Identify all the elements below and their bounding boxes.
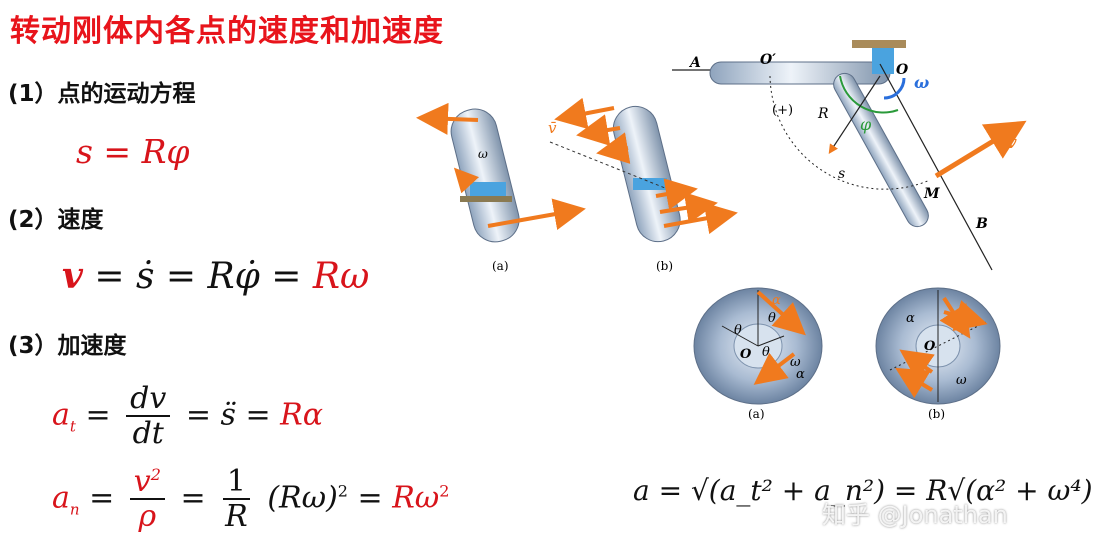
an-numerator-exponent: 2 [150,465,161,484]
section-heading-velocity: (2）速度 [8,207,104,233]
at-symbol: a [52,397,70,433]
at-fraction: dv dt [126,383,171,451]
disk-a-omega: ω [790,355,801,370]
an-fraction2-numerator: 1 [222,466,251,500]
equation-normal-acceleration: an = v2 ρ = 1 R (Rω)2 = Rω2 [52,464,450,534]
watermark-text: 知乎 @Jonathan [822,501,1008,529]
disk-a-theta-3: θ [762,345,770,360]
an-fraction-2: 1 R [221,466,252,533]
label-s: s [838,166,845,182]
equation-tangential-acceleration: at = dv dt = s̈ = Rα [52,381,324,451]
label-omega: ω [914,73,929,92]
velocity-symbol: v [62,255,83,297]
label-m: M [923,186,940,202]
an-denominator: ρ [138,498,157,534]
equation-total-acceleration: a = √(a_t² + a_n²) = R√(α² + ω⁴) [633,474,1093,507]
equation-velocity: v = ṡ = Rφ̇ = Rω [62,255,369,297]
disk-b-center: O [924,339,936,354]
figure-a-omega: ω [478,147,488,161]
label-b: B [975,216,988,232]
an-fraction-1: v2 ρ [129,464,165,534]
at-denominator: dt [132,415,164,451]
an-paren-exponent: 2 [337,481,348,501]
label-o-prime: O′ [760,52,776,68]
bearing-icon-b [633,178,667,190]
figure-b-caption: (b) [656,259,673,273]
label-plus: (+) [772,103,793,118]
disk-a-caption: (a) [748,407,765,421]
label-phi: φ [860,115,872,134]
velocity-result: Rω [312,256,370,297]
figure-a-caption: (a) [492,259,509,273]
label-a: A [688,55,701,71]
disk-a-alpha-2: α [796,367,805,382]
an-symbol: a [52,480,70,516]
disk-figure-b: α O ω (b) [875,287,1001,421]
disk-figure-a: α θ θ θ O ω α (a) [693,287,823,421]
disk-a-center: O [740,347,752,362]
label-velocity: v̄ [1006,132,1017,153]
an-paren-term: (Rω) [267,480,338,516]
an-subscript: n [69,500,80,519]
disk-b-omega: ω [956,373,967,388]
an-result-exponent: 2 [439,481,450,501]
at-result: Rα [280,397,324,433]
rod-figure-a: ω (a) [416,102,586,273]
rod-figure-b: v̄ (b) [548,97,738,273]
page-title: 转动刚体内各点的速度和加速度 [10,14,444,49]
an-fraction2-denominator: R [225,498,248,534]
label-r: R [817,106,829,122]
disk-a-theta-1: θ [768,311,776,326]
an-numerator: v [133,464,151,499]
equation-position: s = Rφ [76,132,190,171]
pivot-icon [872,48,894,74]
label-o: O [896,62,909,78]
figure-canvas: ω (a) v̄ (b) A O′ O ω (+) R φ s [416,40,1027,421]
rotation-figure: A O′ O ω (+) R φ s M B v̄ [672,40,1027,271]
disk-b-alpha: α [906,311,915,326]
at-subscript: t [69,417,76,436]
disk-b-caption: (b) [928,407,945,421]
disk-a-alpha: α [772,293,781,308]
disk-a-theta-2: θ [734,323,742,338]
at-numerator: dv [126,383,171,417]
figure-b-velocity: v̄ [548,119,557,137]
section-heading-motion-equation: (1）点的运动方程 [8,81,196,107]
an-result: Rω [392,480,440,516]
at-middle: = s̈ = [185,397,271,433]
section-heading-acceleration: (3）加速度 [8,333,127,359]
velocity-derivation: = ṡ = Rφ̇ = [94,256,302,297]
bearing-icon [470,182,506,196]
